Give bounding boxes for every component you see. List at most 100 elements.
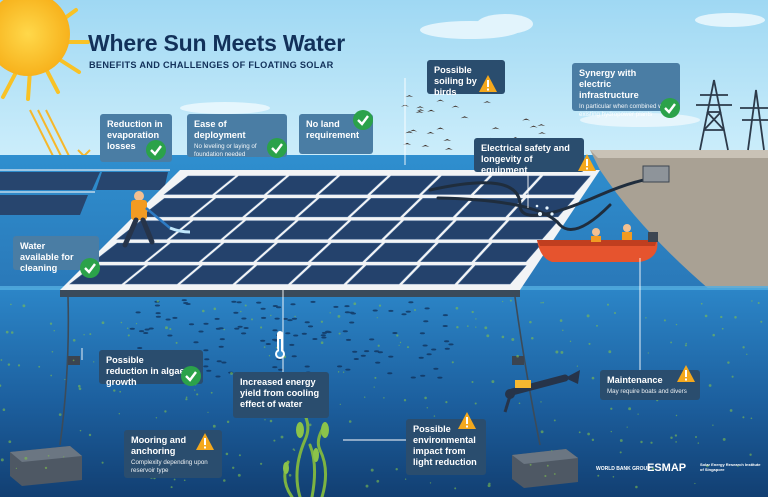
- plankton-dot: [320, 341, 324, 345]
- callout-maintenance-title: Maintenance: [607, 375, 663, 385]
- plankton-dot: [737, 465, 739, 467]
- fish: [206, 369, 212, 372]
- fish: [291, 355, 297, 358]
- sun: [0, 0, 90, 101]
- fish: [237, 325, 243, 328]
- plankton-dot: [88, 433, 92, 437]
- fish: [278, 368, 284, 371]
- fish: [442, 314, 448, 317]
- fish: [218, 345, 224, 348]
- plankton-dot: [280, 435, 284, 439]
- bird: [436, 127, 445, 130]
- fish: [167, 334, 173, 337]
- plankton-dot: [93, 361, 95, 363]
- plankton-dot: [308, 423, 312, 427]
- solar-panel: [402, 265, 473, 285]
- plankton-dot: [260, 326, 263, 329]
- solar-panel: [384, 220, 454, 240]
- fish: [272, 338, 278, 341]
- plankton-dot: [757, 301, 760, 305]
- junction-box: [642, 165, 670, 183]
- fish: [181, 299, 187, 302]
- plankton-dot: [697, 442, 700, 444]
- fish: [203, 349, 209, 352]
- plankton-dot: [731, 375, 734, 378]
- fish: [405, 310, 411, 313]
- fish: [369, 338, 375, 341]
- plankton-dot: [700, 302, 703, 305]
- fish: [349, 321, 355, 324]
- plankton-dot: [376, 317, 378, 319]
- solar-panel: [215, 175, 287, 195]
- plankton-dot: [540, 302, 542, 304]
- solar-panel: [223, 220, 296, 240]
- plankton-dot: [403, 399, 407, 402]
- fish: [444, 347, 450, 350]
- plankton-dot: [413, 308, 417, 312]
- plankton-dot: [491, 380, 495, 384]
- bird: [460, 116, 469, 119]
- plankton-dot: [270, 314, 272, 317]
- solar-panel: [346, 265, 418, 285]
- plankton-dot: [225, 452, 229, 456]
- plankton-dot: [207, 411, 209, 413]
- solar-panel: [192, 198, 265, 218]
- embankment: [590, 150, 768, 290]
- solar-panel: [169, 220, 243, 240]
- plankton-dot: [226, 420, 230, 424]
- plankton-dot: [49, 322, 53, 325]
- bird: [415, 111, 424, 113]
- plankton-dot: [288, 474, 292, 477]
- bird: [537, 124, 546, 127]
- bird: [416, 106, 425, 109]
- fish: [139, 330, 145, 333]
- plankton-dot: [694, 482, 696, 485]
- plankton-dot: [294, 315, 296, 318]
- fish: [143, 332, 149, 334]
- plankton-dot: [670, 341, 673, 344]
- plankton-dot: [486, 334, 490, 338]
- plankton-dot: [531, 337, 534, 340]
- solar-panel: [457, 265, 527, 285]
- page-subtitle: BENEFITS AND CHALLENGES OF FLOATING SOLA…: [89, 60, 334, 70]
- fish: [293, 334, 299, 337]
- warning-icon: [196, 433, 214, 450]
- plankton-dot: [650, 441, 653, 444]
- plankton-dot: [663, 319, 666, 322]
- fish: [388, 309, 394, 312]
- fish: [144, 328, 150, 331]
- fish: [321, 331, 328, 334]
- fish: [243, 327, 249, 329]
- fish: [307, 325, 314, 328]
- fish: [241, 317, 247, 320]
- fish: [129, 327, 135, 330]
- plankton-dot: [201, 309, 205, 313]
- fish: [231, 300, 237, 303]
- plankton-dot: [619, 451, 622, 454]
- plankton-dot: [8, 440, 12, 444]
- callout-deployment-title: Ease of deployment: [194, 119, 246, 140]
- plankton-dot: [155, 417, 158, 419]
- fish: [344, 305, 350, 308]
- fish: [276, 306, 282, 309]
- plankton-dot: [684, 344, 687, 347]
- plankton-dot: [475, 326, 477, 328]
- plankton-dot: [404, 478, 407, 480]
- plankton-dot: [501, 300, 504, 303]
- plankton-dot: [156, 300, 160, 303]
- fish: [137, 347, 143, 349]
- fish: [285, 332, 291, 335]
- plankton-dot: [374, 376, 377, 379]
- fish: [236, 301, 242, 304]
- check-icon: [181, 366, 201, 386]
- plankton-dot: [647, 352, 649, 354]
- page-title: Where Sun Meets Water: [88, 30, 345, 56]
- solar-panels: [69, 175, 591, 285]
- mooring-system: [59, 296, 541, 446]
- plankton-dot: [185, 396, 188, 399]
- fish: [437, 376, 443, 379]
- fish: [304, 321, 310, 324]
- plankton-dot: [78, 384, 81, 388]
- plankton-dot: [399, 341, 402, 344]
